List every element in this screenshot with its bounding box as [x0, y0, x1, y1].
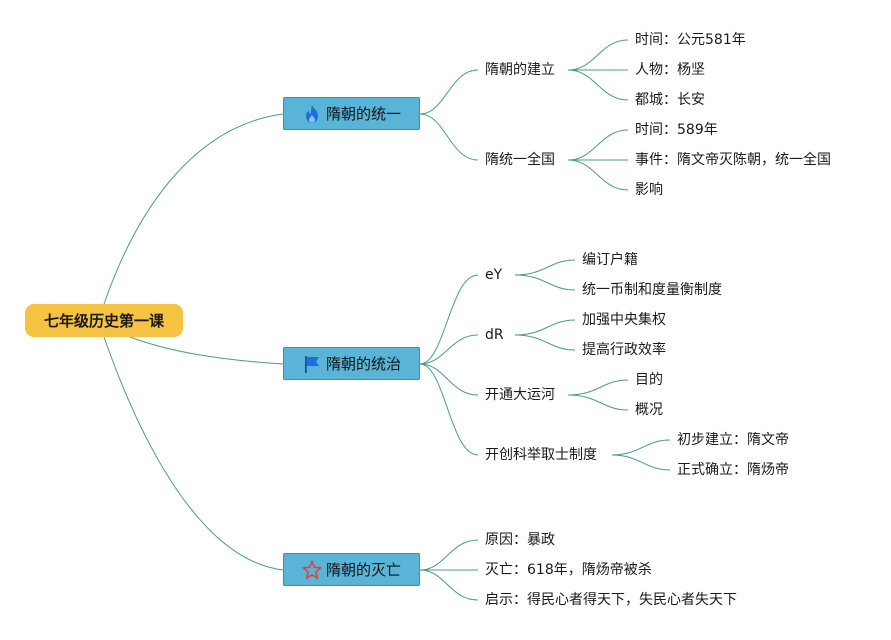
- connector-b1-c2: [419, 363, 479, 396]
- flag-icon: [302, 354, 322, 374]
- connector-b1-c1: [419, 334, 479, 365]
- star-icon: [302, 560, 322, 580]
- leaf-item[interactable]: 统一币制和度量衡制度: [582, 282, 722, 298]
- leaf-item[interactable]: 初步建立：隋文帝: [677, 432, 789, 448]
- branch-label: 隋朝的灭亡: [325, 561, 401, 579]
- connector-b0c1-g0: [567, 129, 629, 161]
- branch-label: 隋朝的统一: [325, 105, 401, 123]
- connector-b0-c0: [419, 69, 479, 115]
- subtopic-founding[interactable]: 隋朝的建立: [485, 62, 555, 78]
- leaf-item[interactable]: 提高行政效率: [582, 342, 666, 358]
- leaf-item[interactable]: 影响: [635, 182, 663, 198]
- leaf-item[interactable]: 启示：得民心者得天下，失民心者失天下: [485, 592, 737, 608]
- branch-fall[interactable]: 隋朝的灭亡: [283, 553, 420, 586]
- subtopic-ey[interactable]: eY: [485, 267, 503, 283]
- leaf-item[interactable]: 原因：暴政: [485, 532, 555, 548]
- leaf-item[interactable]: 编订户籍: [582, 252, 638, 268]
- leaf-item[interactable]: 事件：隋文帝灭陈朝，统一全国: [635, 152, 831, 168]
- connector-b0c1-g2: [567, 159, 629, 191]
- connector-root-b0: [103, 113, 284, 305]
- connector-b1c2-g0: [567, 379, 629, 396]
- connector-b1c0-g0: [514, 259, 576, 276]
- subtopic-unify-country[interactable]: 隋统一全国: [485, 152, 555, 168]
- connector-b1-c3: [419, 363, 479, 456]
- connector-b1c3-g1: [611, 454, 671, 471]
- connector-b1c0-g1: [514, 274, 576, 291]
- connector-b1c3-g0: [611, 439, 671, 456]
- branch-unification[interactable]: 隋朝的统一: [283, 97, 420, 130]
- leaf-item[interactable]: 时间：公元581年: [635, 32, 746, 48]
- leaf-item[interactable]: 加强中央集权: [582, 312, 666, 328]
- leaf-item[interactable]: 人物：杨坚: [635, 62, 705, 78]
- connector-b0c0-g0: [567, 39, 629, 71]
- connector-b2-c0: [419, 539, 479, 571]
- branch-label: 隋朝的统治: [325, 355, 401, 373]
- subtopic-grand-canal[interactable]: 开通大运河: [485, 387, 555, 403]
- fire-icon: [302, 104, 322, 124]
- subtopic-dr[interactable]: dR: [485, 327, 504, 343]
- leaf-item[interactable]: 正式确立：隋炀帝: [677, 462, 789, 478]
- leaf-item[interactable]: 概况: [635, 402, 663, 418]
- root-topic[interactable]: 七年级历史第一课: [25, 304, 183, 337]
- connector-b1c1-g1: [514, 334, 576, 351]
- connector-b1c2-g1: [567, 394, 629, 411]
- branch-rule[interactable]: 隋朝的统治: [283, 347, 420, 380]
- connector-root-b2: [103, 336, 284, 571]
- connector-b2-c2: [419, 569, 479, 601]
- leaf-item[interactable]: 时间：589年: [635, 122, 718, 138]
- connector-b0c0-g2: [567, 69, 629, 101]
- connector-b1c1-g0: [514, 319, 576, 336]
- leaf-item[interactable]: 都城：长安: [635, 92, 705, 108]
- leaf-item[interactable]: 目的: [635, 372, 663, 388]
- connector-root-b1: [129, 336, 284, 365]
- connector-b0-c1: [419, 113, 479, 161]
- leaf-item[interactable]: 灭亡：618年，隋炀帝被杀: [485, 562, 652, 578]
- connector-b1-c0: [419, 274, 479, 365]
- subtopic-imperial-exam[interactable]: 开创科举取士制度: [485, 447, 597, 463]
